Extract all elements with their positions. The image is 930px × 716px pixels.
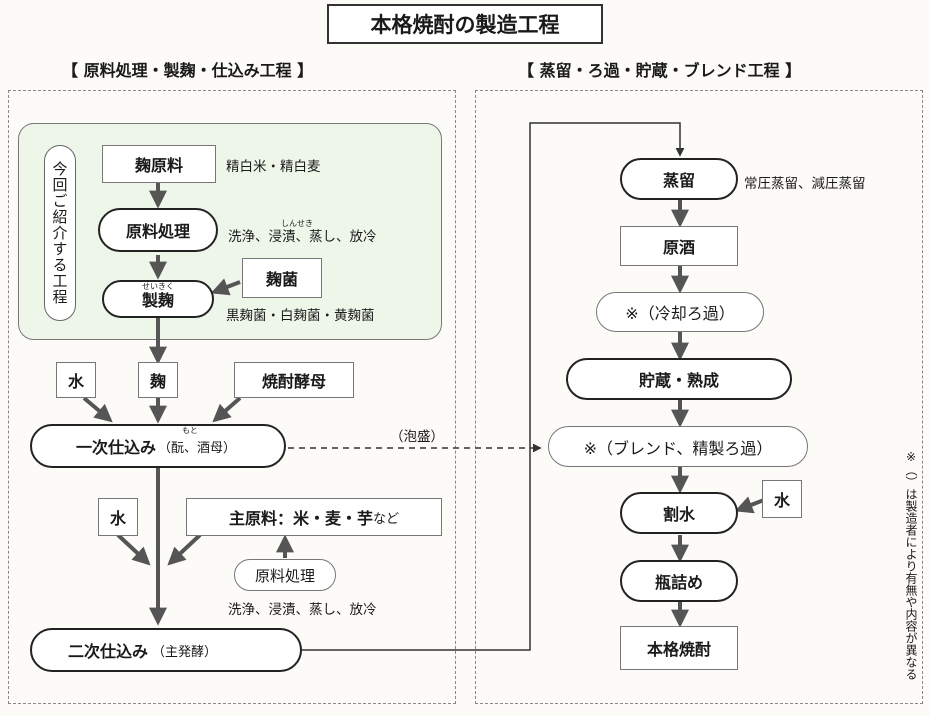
- right-panel: [475, 90, 923, 704]
- main-material-suffix: など: [373, 511, 400, 527]
- left-panel: [8, 90, 456, 704]
- featured-process-label: 今回ご紹介する工程: [44, 145, 76, 321]
- second-mash-node: 二次仕込み （主発酵）: [30, 628, 302, 672]
- storage-node: 貯蔵・熟成: [566, 358, 792, 400]
- koji-making-ruby: せいきく: [142, 282, 174, 291]
- cooling-filtration-node: ※（冷却ろ過）: [596, 292, 764, 332]
- water-box-3: 水: [762, 480, 802, 518]
- second-mash-label: 二次仕込み: [68, 642, 149, 661]
- product-box: 本格焼酎: [620, 626, 738, 670]
- raw-spirit-box: 原酒: [620, 226, 738, 266]
- blend-node: ※（ブレンド、精製ろ過）: [548, 426, 808, 467]
- koji-box: 麹: [138, 362, 178, 398]
- raw-processing-note: 洗浄、浸漬、蒸し、放冷: [228, 229, 377, 245]
- second-mash-note: （主発酵）: [152, 644, 218, 660]
- first-mash-node: 一次仕込み （酛、酒母）: [30, 424, 286, 468]
- awamori-label: （泡盛）: [390, 429, 444, 445]
- first-mash-ruby: もと: [182, 426, 198, 435]
- left-section-heading: 【 原料処理・製麹・仕込み工程 】: [62, 61, 314, 80]
- water-box-2: 水: [98, 498, 138, 536]
- right-section-heading: 【 蒸留・ろ過・貯蔵・ブレンド工程 】: [518, 61, 802, 80]
- koji-fungus-note: 黒麹菌・白麹菌・黄麹菌: [226, 308, 375, 324]
- yeast-box: 焼酎酵母: [234, 362, 354, 398]
- water-box-1: 水: [56, 362, 96, 398]
- raw-processing-2-note: 洗浄、浸漬、蒸し、放冷: [228, 602, 377, 618]
- optional-steps-note: ※（）は製造者により有無や内容が異なる: [904, 450, 918, 680]
- distillation-node: 蒸留: [620, 158, 738, 200]
- raw-processing-ruby: しんせき: [281, 219, 313, 228]
- main-material-box: 主原料：米・麦・芋 など: [186, 498, 442, 536]
- first-mash-note: （酛、酒母）: [158, 440, 237, 456]
- raw-processing-2-node: 原料処理: [234, 559, 336, 591]
- main-material-label: 主原料：米・麦・芋: [228, 509, 373, 528]
- raw-processing-node: 原料処理: [98, 208, 218, 252]
- page-title: 本格焼酎の製造工程: [327, 4, 603, 44]
- featured-process-area: [18, 123, 442, 340]
- koji-fungus-box: 麹菌: [242, 258, 322, 298]
- distillation-note: 常圧蒸留、減圧蒸留: [744, 176, 866, 192]
- first-mash-label: 一次仕込み: [76, 438, 157, 457]
- water-cut-node: 割水: [620, 492, 738, 534]
- koji-material-box: 麹原料: [102, 145, 216, 183]
- koji-making-node: 製麹: [102, 280, 214, 318]
- bottling-node: 瓶詰め: [620, 560, 738, 602]
- koji-material-note: 精白米・精白麦: [226, 159, 321, 175]
